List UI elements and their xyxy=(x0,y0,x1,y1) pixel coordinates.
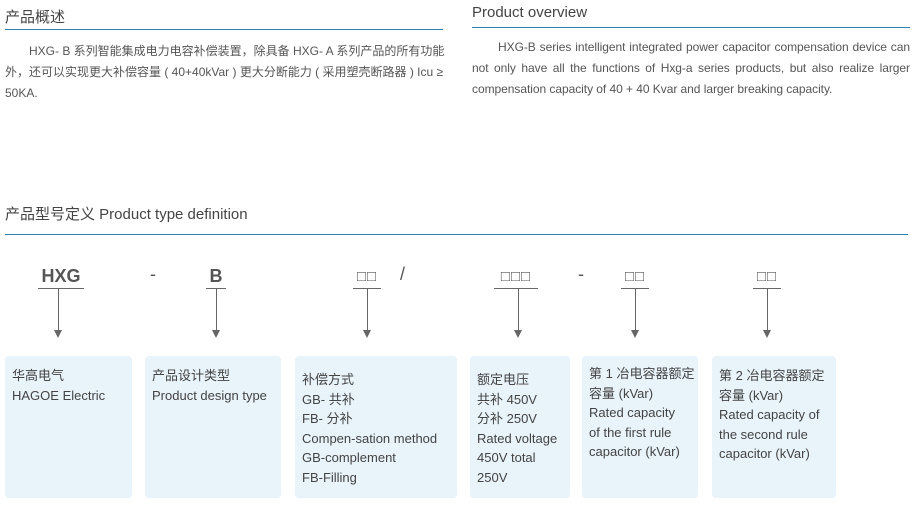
code-compensation: □□ xyxy=(356,268,378,285)
box-line: 产品设计类型 xyxy=(152,368,231,383)
overview-en-rule xyxy=(472,27,910,28)
box-line: HAGOE Electric xyxy=(12,387,106,403)
definition-box-voltage: 额定电压 共补 450V 分补 250V Rated voltage 450V … xyxy=(470,356,570,498)
box-line: of the first rule xyxy=(589,424,672,440)
box-line: GB- 共补 xyxy=(302,391,355,407)
code-slash: / xyxy=(400,264,406,284)
box-line: 容量 (kVar) xyxy=(719,387,784,403)
connector-line-6 xyxy=(767,288,768,330)
code-voltage-underline xyxy=(494,288,538,289)
definition-box-design-type: 产品设计类型 Product design type xyxy=(145,356,281,498)
box-line: capacitor (kVar) xyxy=(589,444,680,459)
box-line: FB- 分补 xyxy=(302,411,353,426)
connector-line-1 xyxy=(58,288,59,330)
overview-cn-rule xyxy=(5,29,443,30)
connector-line-5 xyxy=(635,288,636,330)
box-line: 额定电压 xyxy=(477,372,530,387)
code-dash-1: - xyxy=(150,264,156,284)
code-capacity-1: □□ xyxy=(624,268,646,285)
overview-en-paragraph: HXG-B series intelligent integrated powe… xyxy=(472,40,910,96)
overview-en-title: Product overview xyxy=(472,4,588,21)
arrow-down-icon xyxy=(363,330,371,338)
definition-box-capacity-2: 第 2 冶电容器额定 容量 (kVar) Rated capacity of t… xyxy=(712,356,836,498)
box-line: Product design type xyxy=(152,387,267,403)
box-line: 共补 450V xyxy=(477,391,537,407)
box-line: Compen-sation method xyxy=(302,430,438,446)
box-line: 补偿方式 xyxy=(302,372,355,387)
box-line: GB-complement xyxy=(302,450,396,465)
arrow-down-icon xyxy=(212,330,220,338)
overview-cn-title: 产品概述 xyxy=(5,9,66,26)
definition-box-compensation: 补偿方式 GB- 共补 FB- 分补 Compen-sation method … xyxy=(295,356,457,498)
box-line: 分补 250V xyxy=(477,411,537,426)
box-line: 第 1 冶电容器额定 xyxy=(589,366,695,381)
definition-box-manufacturer: 华高电气 HAGOE Electric xyxy=(5,356,132,498)
definition-title: 产品型号定义 Product type definition xyxy=(5,206,248,223)
connector-line-4 xyxy=(518,288,519,330)
code-hxg: HXG xyxy=(41,266,81,286)
definition-rule xyxy=(5,234,908,235)
connector-line-3 xyxy=(367,288,368,330)
box-line: FB-Filling xyxy=(302,469,357,485)
box-line: 华高电气 xyxy=(12,368,65,383)
definition-box-capacity-1: 第 1 冶电容器额定 容量 (kVar) Rated capacity of t… xyxy=(582,356,698,498)
code-voltage: □□□ xyxy=(500,268,532,285)
box-line: 容量 (kVar) xyxy=(589,385,654,401)
box-line: Rated capacity xyxy=(589,405,675,420)
code-b: B xyxy=(209,266,223,286)
box-line: Rated voltage xyxy=(477,430,558,446)
code-capacity-2: □□ xyxy=(756,268,778,285)
box-line: 第 2 冶电容器额定 xyxy=(719,368,825,383)
box-line: 450V total xyxy=(477,450,536,465)
box-line: the second rule xyxy=(719,426,808,442)
arrow-down-icon xyxy=(763,330,771,338)
connector-line-2 xyxy=(216,288,217,330)
arrow-down-icon xyxy=(514,330,522,338)
box-line: Rated capacity of xyxy=(719,407,820,422)
code-dash-2: - xyxy=(578,264,584,284)
box-line: capacitor (kVar) xyxy=(719,446,810,461)
arrow-down-icon xyxy=(631,330,639,338)
code-hxg-underline xyxy=(38,288,84,289)
arrow-down-icon xyxy=(54,330,62,338)
overview-cn-paragraph: HXG- B 系列智能集成电力电容补偿装置，除具备 HXG- A 系列产品的所有… xyxy=(5,44,445,100)
box-line: 250V xyxy=(477,469,508,485)
